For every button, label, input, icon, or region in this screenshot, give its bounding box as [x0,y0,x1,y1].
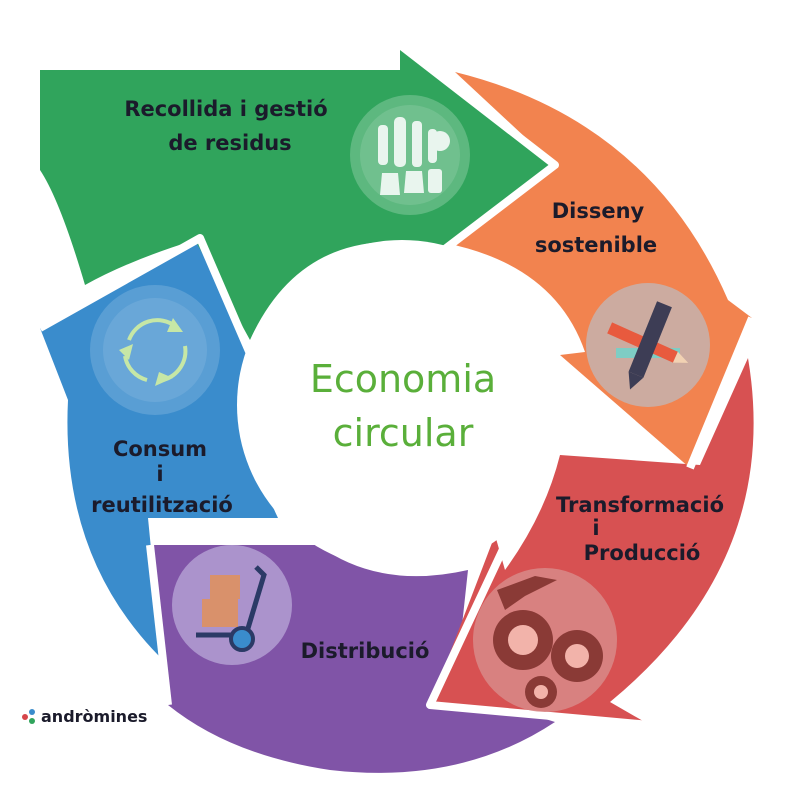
label-recollida: Recollida i gestió de residus [124,97,327,155]
label-recollida-line2: de residus [168,131,291,155]
center-title-line1: Economia [310,357,496,401]
recycle-arrows-icon [90,285,220,415]
label-consum-line2: i [156,462,163,486]
label-distribucio-line1: Distribució [301,639,430,663]
brand-dots-icon [22,708,36,725]
label-transformacio-line2: i [592,516,599,540]
center-title-line2: circular [333,411,474,455]
segment-separators [38,41,756,729]
waste-icon [350,95,470,215]
label-disseny-line1: Disseny [552,199,645,223]
label-consum-line1: Consum [113,437,207,461]
brand-logo: andròmines [22,707,147,726]
label-transformacio: Transformació i Producció [556,493,724,565]
hand-truck-icon [172,545,292,665]
label-transformacio-line1: Transformació [556,493,724,517]
label-disseny: Disseny sostenible [535,199,657,257]
gears-icon [473,568,617,712]
center-hub [237,240,567,570]
label-distribucio: Distribució [301,639,430,663]
brand-name: andròmines [41,707,148,726]
label-disseny-line2: sostenible [535,233,657,257]
label-consum-line3: reutilització [91,493,233,517]
segment-consum [40,238,278,662]
label-consum: Consum i reutilització [91,437,233,517]
label-recollida-line1: Recollida i gestió [124,97,327,121]
label-transformacio-line3: Producció [584,541,701,565]
pencil-ruler-icon [586,283,710,407]
segment-recollida [40,45,555,340]
